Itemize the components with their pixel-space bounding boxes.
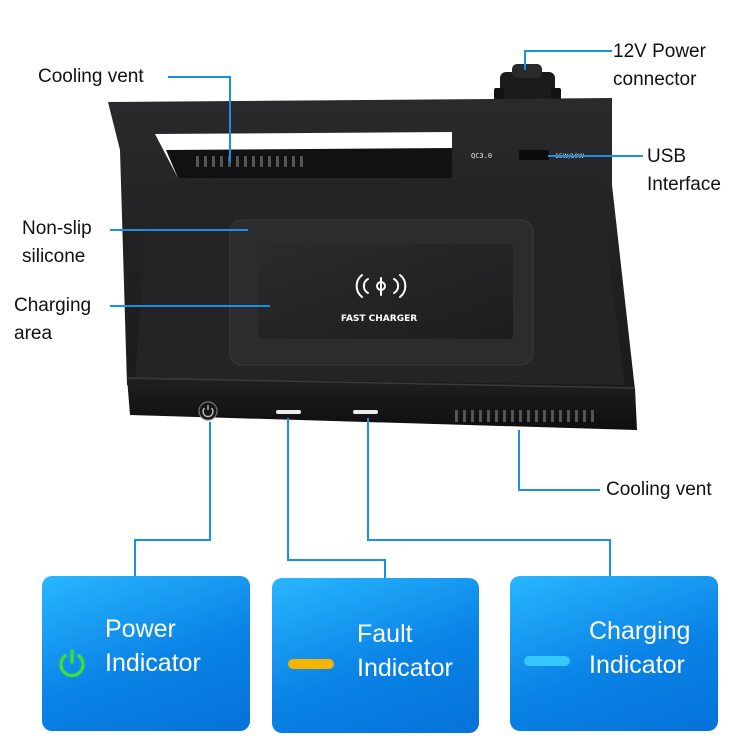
charging-indicator-led — [353, 410, 378, 414]
leader-cooling-vent-side — [518, 430, 600, 491]
label-cooling-vent-top: Cooling vent — [38, 66, 144, 87]
charging-bar-icon — [524, 656, 570, 666]
charging-pad — [258, 244, 513, 339]
charger-body: QC3.0 15W/10W FAST CHARGER — [108, 98, 637, 430]
fault-indicator-led — [276, 410, 301, 414]
wireless-charging-icon — [355, 274, 407, 298]
pad-text: FAST CHARGER — [341, 314, 417, 324]
port-label: QC3.0 — [471, 152, 492, 160]
fault-bar-icon — [288, 659, 334, 669]
leader-fault — [287, 418, 386, 578]
power-icon — [59, 649, 85, 678]
usb-port — [519, 150, 549, 160]
leader-lines — [110, 50, 643, 578]
power-button — [198, 401, 218, 421]
power-connector — [494, 64, 561, 106]
leader-power-connector — [524, 50, 612, 70]
leader-cooling-vent-top — [168, 76, 231, 162]
cooling-vent-side — [455, 410, 594, 422]
leader-power — [134, 422, 211, 578]
label-cooling-vent-side: Cooling vent — [606, 479, 712, 500]
leader-charging — [367, 418, 611, 578]
